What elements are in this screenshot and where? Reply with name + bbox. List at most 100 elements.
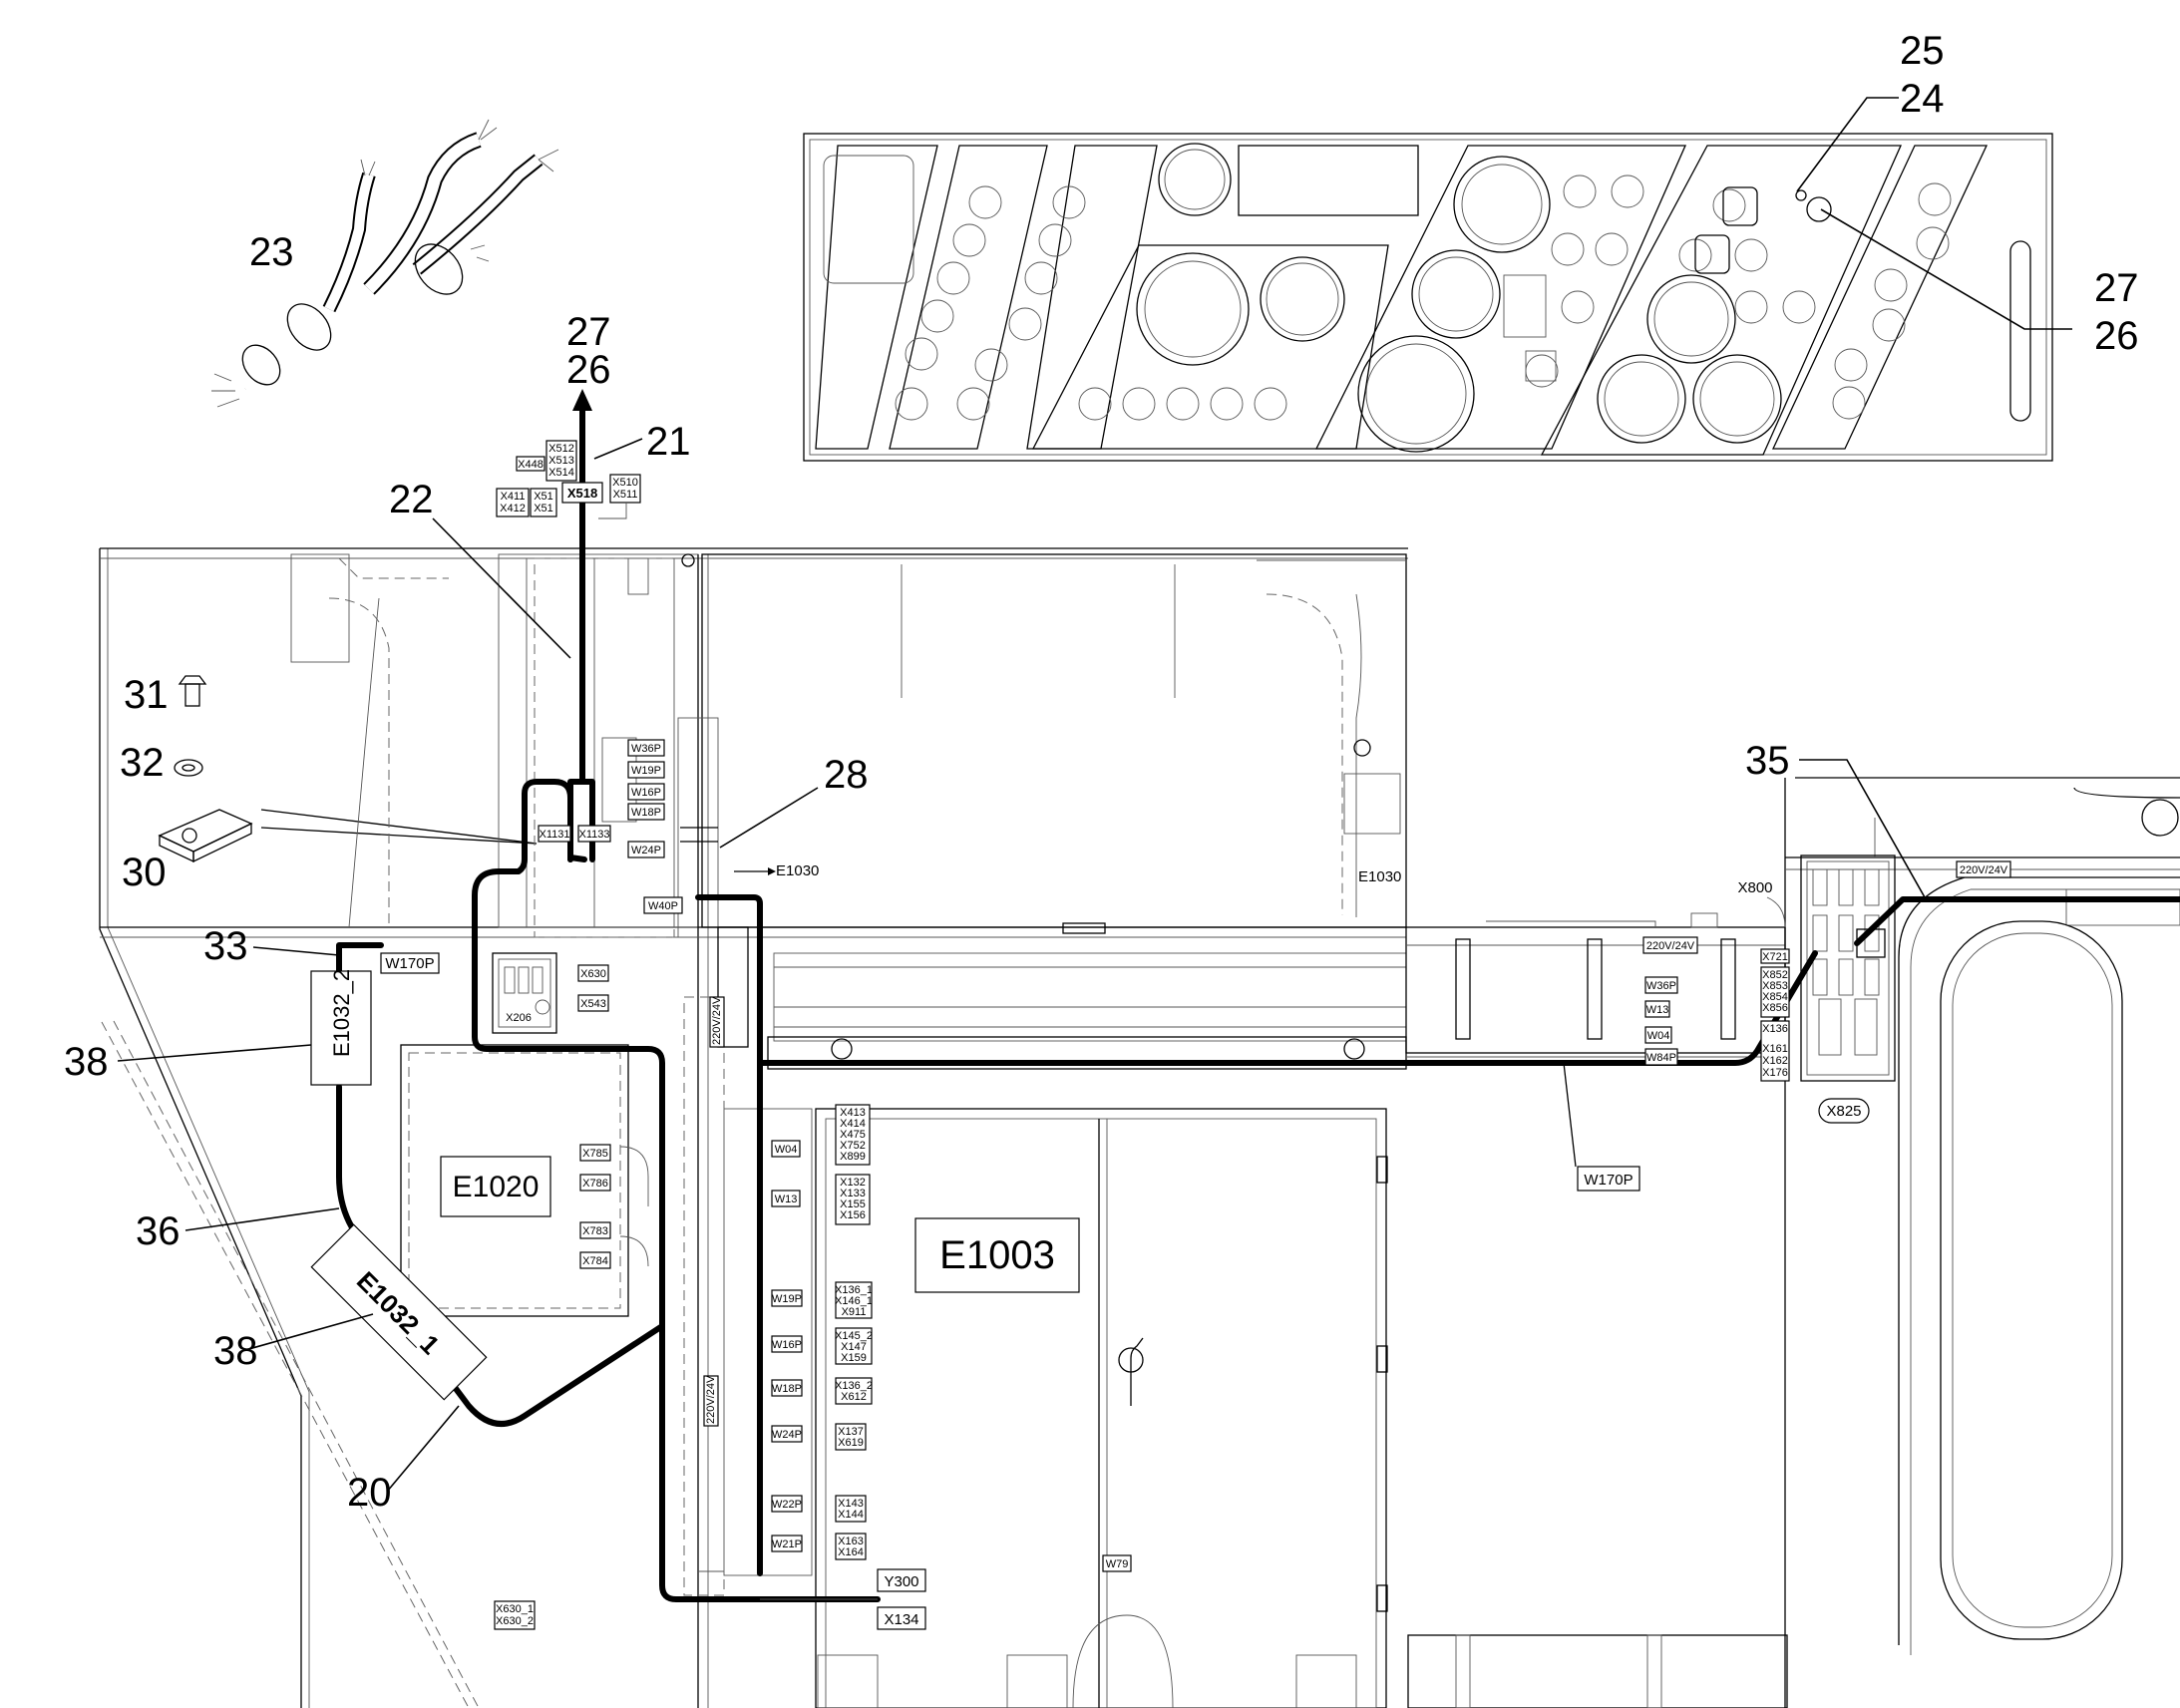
svg-text:X543: X543 <box>580 998 606 1010</box>
svg-text:X783: X783 <box>582 1225 608 1237</box>
svg-text:X136: X136 <box>1762 1023 1788 1035</box>
svg-text:W04: W04 <box>1647 1030 1670 1042</box>
callout-23: 23 <box>249 230 294 274</box>
svg-text:X136_2: X136_2 <box>835 1380 873 1392</box>
callout-28: 28 <box>824 753 869 797</box>
svg-text:X137: X137 <box>838 1426 864 1438</box>
callout-26: 26 <box>2094 314 2139 358</box>
svg-text:W21P: W21P <box>772 1538 802 1550</box>
svg-text:X1133: X1133 <box>579 829 610 841</box>
svg-text:X899: X899 <box>840 1151 866 1163</box>
svg-text:W36P: W36P <box>1646 980 1676 992</box>
callout-33: 33 <box>203 924 248 968</box>
svg-text:X511: X511 <box>613 489 638 501</box>
svg-text:W04: W04 <box>775 1144 798 1156</box>
svg-text:X785: X785 <box>582 1148 608 1160</box>
svg-text:220V/24V: 220V/24V <box>1960 864 2008 876</box>
svg-text:W13: W13 <box>775 1194 798 1205</box>
component-e1032-2: E1032_2 <box>310 969 372 1086</box>
svg-text:X143: X143 <box>838 1498 864 1510</box>
svg-text:X146_1: X146_1 <box>835 1295 873 1307</box>
callout-38: 38 <box>64 1040 109 1084</box>
svg-text:W18P: W18P <box>631 807 661 819</box>
callout-30: 30 <box>122 851 167 894</box>
svg-text:X145_2: X145_2 <box>835 1330 873 1342</box>
callout-20: 20 <box>347 1471 392 1515</box>
cable-routes <box>336 389 2180 1602</box>
svg-text:X856: X856 <box>1762 1002 1788 1014</box>
callout-25: 25 <box>1900 29 1945 73</box>
tag-x518: X518 <box>567 486 597 501</box>
svg-text:Y300: Y300 <box>884 1573 918 1590</box>
svg-text:W18P: W18P <box>772 1383 802 1395</box>
svg-text:E1032_2: E1032_2 <box>329 969 354 1057</box>
svg-text:X852: X852 <box>1762 969 1788 981</box>
svg-text:X911: X911 <box>842 1306 867 1318</box>
svg-text:X854: X854 <box>1762 991 1788 1003</box>
component-e1020: E1020 <box>440 1156 551 1217</box>
connector-tags: X518 X448 X512 X513 X514 X510 X511 X411 … <box>494 440 1870 1630</box>
svg-text:220V/24V: 220V/24V <box>711 996 723 1045</box>
svg-text:X155: X155 <box>840 1198 866 1210</box>
svg-text:X136_1: X136_1 <box>835 1284 873 1296</box>
svg-text:X161: X161 <box>1762 1043 1788 1055</box>
svg-text:W22P: W22P <box>772 1499 802 1511</box>
svg-text:220V/24V: 220V/24V <box>705 1375 717 1424</box>
svg-text:X721: X721 <box>1762 951 1788 963</box>
svg-text:X412: X412 <box>500 503 526 514</box>
svg-text:X133: X133 <box>840 1188 866 1199</box>
svg-text:X1131: X1131 <box>540 829 570 841</box>
svg-text:X512: X512 <box>548 443 574 455</box>
svg-text:X853: X853 <box>1762 980 1788 992</box>
component-e1003: E1003 <box>914 1217 1080 1293</box>
cable-detail-sketch <box>211 119 559 408</box>
svg-text:W16P: W16P <box>772 1339 802 1351</box>
svg-text:W24P: W24P <box>772 1429 802 1441</box>
frame-structure <box>99 547 2180 1708</box>
tag-w170p-right: W170P <box>1584 1172 1633 1189</box>
svg-text:X630_1: X630_1 <box>496 1603 534 1615</box>
svg-text:W13: W13 <box>1646 1004 1669 1016</box>
callout-26: 26 <box>566 348 611 392</box>
svg-text:X162: X162 <box>1762 1055 1788 1067</box>
instrument-panel <box>803 133 2053 462</box>
callout-numbers: 25 24 27 26 23 27 26 21 22 31 32 30 28 3… <box>64 29 2139 1515</box>
callout-38: 38 <box>213 1329 258 1373</box>
svg-text:X630: X630 <box>580 968 606 980</box>
svg-text:X147: X147 <box>841 1341 867 1353</box>
svg-text:X134: X134 <box>884 1611 918 1628</box>
callout-35: 35 <box>1745 739 1790 783</box>
callout-leaders <box>117 97 2072 1493</box>
label-e1030-b: E1030 <box>1358 868 1401 885</box>
callout-36: 36 <box>136 1209 181 1253</box>
svg-text:X156: X156 <box>840 1209 866 1221</box>
callout-32: 32 <box>120 741 165 785</box>
svg-text:W24P: W24P <box>631 845 661 856</box>
svg-text:W40P: W40P <box>648 900 678 912</box>
callout-31: 31 <box>124 673 169 717</box>
svg-text:X630_2: X630_2 <box>496 1615 534 1627</box>
svg-text:X164: X164 <box>838 1546 864 1558</box>
tag-w170p-left: W170P <box>385 955 434 972</box>
svg-text:X619: X619 <box>838 1437 864 1449</box>
svg-text:220V/24V: 220V/24V <box>1646 940 1695 952</box>
callout-27: 27 <box>2094 266 2139 310</box>
svg-text:X51: X51 <box>534 503 553 514</box>
svg-text:X513: X513 <box>548 455 574 467</box>
svg-text:X176: X176 <box>1762 1067 1788 1079</box>
svg-text:X510: X510 <box>612 477 638 489</box>
svg-text:X612: X612 <box>841 1391 867 1403</box>
callout-21: 21 <box>646 420 691 464</box>
svg-text:W84P: W84P <box>1646 1052 1676 1064</box>
svg-text:X786: X786 <box>582 1178 608 1190</box>
svg-text:X163: X163 <box>838 1536 864 1547</box>
svg-text:X825: X825 <box>1826 1103 1861 1120</box>
harness-tags: W170P W170P W36P W19P W16P W18P W24P W40… <box>380 739 2011 1572</box>
component-e1032-1: E1032_1 <box>310 1223 488 1401</box>
label-e1030-a: E1030 <box>776 862 819 879</box>
svg-text:X752: X752 <box>840 1140 866 1152</box>
callout-27: 27 <box>566 310 611 354</box>
callout-24: 24 <box>1900 77 1945 121</box>
svg-text:E1003: E1003 <box>939 1233 1055 1277</box>
